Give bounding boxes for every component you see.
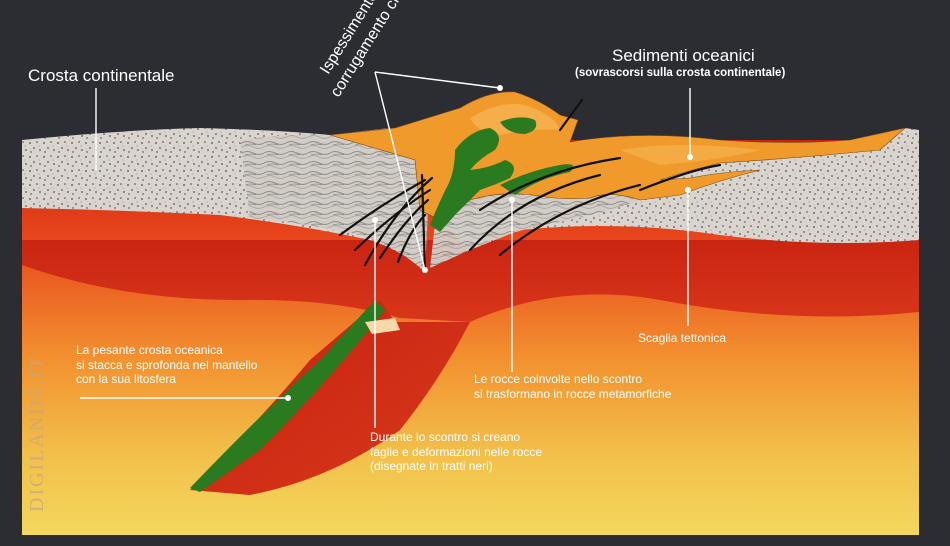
label-crosta-oceanica-line1: La pesante crosta oceanica: [76, 343, 223, 357]
watermark: DIGILANDS.IT: [26, 355, 48, 512]
green-layer-2: [500, 117, 537, 134]
label-crosta-oceanica-line3: con la sua litosfera: [76, 372, 177, 386]
leader-lines: [80, 71, 691, 428]
label-faglie: Durante lo scontro si creano faglie e de…: [370, 430, 542, 474]
label-sedimenti-title: Sedimenti oceanici: [612, 46, 755, 65]
slab-step: [365, 318, 400, 334]
label-scaglia: Scaglia tettonica: [638, 331, 727, 345]
label-crosta-continentale: Crosta continentale: [28, 66, 175, 85]
label-rocce: Le rocce coinvolte nello scontro si tras…: [474, 372, 671, 401]
leader-dots: [285, 85, 693, 401]
lithosphere: [22, 205, 919, 322]
label-sedimenti-sub: (sovrascorsi sulla crosta continentale): [575, 67, 786, 79]
label-faglie-line2: faglie e deformazioni nelle rocce: [370, 444, 543, 459]
label-crosta-oceanica-line2: si stacca e sprofonda nel mantello: [76, 357, 258, 372]
label-rocce-line1: Le rocce coinvolte nello scontro: [474, 372, 643, 386]
label-faglie-line3: (disegnate in tratti neri): [370, 459, 493, 473]
label-rocce-line2: si trasformano in rocce metamorfiche: [474, 386, 672, 401]
label-faglie-line1: Durante lo scontro si creano: [370, 430, 521, 444]
fault-lines: [338, 98, 722, 274]
label-crosta-oceanica: La pesante crosta oceanica si stacca e s…: [76, 343, 257, 387]
green-layer: [430, 128, 514, 232]
